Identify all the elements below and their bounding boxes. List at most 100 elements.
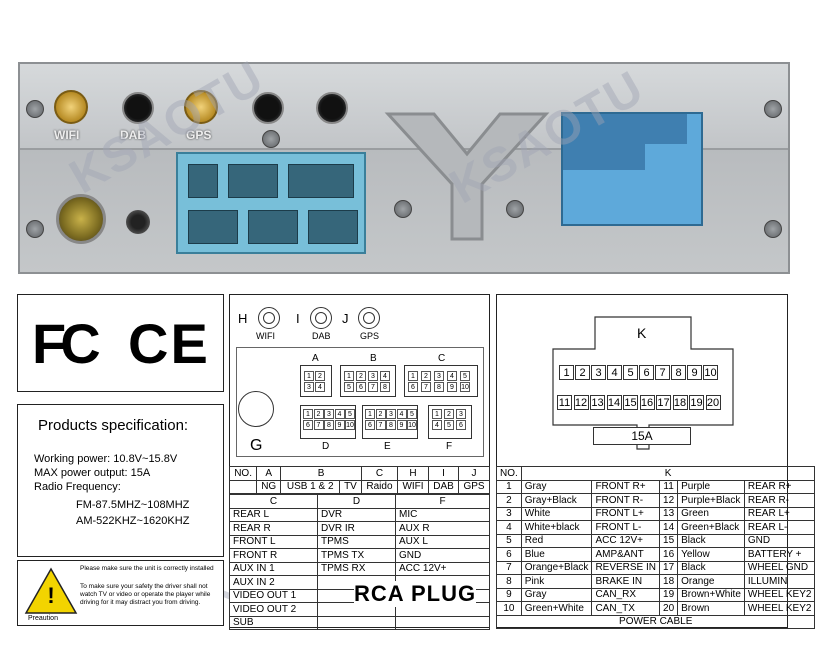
table-cell: 14 — [659, 520, 679, 535]
label-g: G — [250, 437, 263, 454]
spec-title: Products specification: — [38, 417, 189, 434]
table-cell: REVERSE IN — [591, 560, 661, 575]
table-cell: Green+White — [520, 601, 593, 616]
pin-cell: 10 — [703, 365, 718, 380]
multi-connector-block — [176, 152, 366, 254]
table-cell: WHEEL KEY2 — [743, 587, 815, 602]
table-cell: 8 — [496, 574, 522, 589]
pin-cell: 19 — [689, 395, 704, 410]
table-cell: Yellow — [677, 547, 745, 562]
block-a — [300, 365, 332, 397]
table-cell: REAR R- — [743, 493, 815, 508]
pin-number: 2 — [356, 371, 366, 381]
table-cell: 12 — [659, 493, 679, 508]
pin-number: 4 — [334, 409, 345, 419]
table-cell: FRONT R — [229, 548, 318, 563]
table-cell: White+black — [520, 520, 593, 535]
table-cell: Gray — [520, 479, 593, 494]
pin-cell: 3 — [591, 365, 606, 380]
pin-cell: 5 — [623, 365, 638, 380]
table-cell: DVR — [317, 507, 396, 522]
block-f-label: F — [446, 441, 453, 452]
table-cell: 5 — [496, 533, 522, 548]
pin-number: 6 — [408, 382, 418, 392]
radio-antenna-icon — [238, 391, 274, 427]
table-cell: Orange — [677, 574, 745, 589]
iso-connector-outline — [552, 316, 734, 450]
table-cell: REAR L+ — [743, 506, 815, 521]
h-value: WIFI — [397, 479, 429, 494]
table-cell: VIDEO OUT 2 — [229, 602, 318, 617]
pin-number: 2 — [421, 371, 431, 381]
screw — [262, 130, 280, 148]
caution-text-2: To make sure your safety the driver shal… — [80, 583, 211, 606]
table-cell: FRONT L — [229, 534, 318, 549]
b-value: USB 1 & 2 — [280, 479, 341, 494]
pin-number: 3 — [368, 371, 378, 381]
pin-cell: 9 — [687, 365, 702, 380]
table-cell: CAN_TX — [591, 601, 661, 616]
table-cell: Green+Black — [677, 520, 745, 535]
table-cell: Purple — [677, 479, 745, 494]
gps-label: GPS — [186, 128, 212, 142]
label-i: I — [296, 311, 300, 326]
wifi-label: WIFI — [54, 128, 80, 142]
wifi-label: WIFI — [256, 331, 275, 341]
table-cell: 18 — [659, 574, 679, 589]
iso-power-connector — [561, 112, 703, 226]
wifi-antenna-connector — [54, 90, 88, 124]
pin-number: 7 — [313, 420, 324, 430]
port-hole — [252, 92, 284, 124]
pin-cell: 17 — [656, 395, 671, 410]
pin-cell: 1 — [559, 365, 574, 380]
block-e-label: E — [384, 441, 391, 452]
block-b-label: B — [370, 353, 377, 364]
col-d: D — [317, 494, 396, 509]
dab-port — [122, 92, 154, 124]
table-cell: 1 — [496, 479, 522, 494]
col-j: J — [458, 466, 490, 481]
pin-number: 7 — [375, 420, 386, 430]
table-cell: 3 — [496, 506, 522, 521]
radio-antenna-connector — [56, 194, 106, 244]
pin-cell: 8 — [671, 365, 686, 380]
label-k: K — [637, 325, 647, 341]
table-cell: ILLUMIN — [743, 574, 815, 589]
table-cell: BATTERY + — [743, 547, 815, 562]
pin-cell: 14 — [606, 395, 622, 410]
table-cell: 16 — [659, 547, 679, 562]
table-cell: White — [520, 506, 593, 521]
table-cell: FRONT R- — [591, 493, 661, 508]
table-cell: WHEEL KEY2 — [743, 601, 815, 616]
table-cell: AMP&ANT — [591, 547, 661, 562]
table-cell: 6 — [496, 547, 522, 562]
pin-number: 3 — [434, 371, 444, 381]
ce-logo: CE — [128, 312, 210, 375]
table-cell: TPMS TX — [317, 548, 396, 563]
spec-line: Radio Frequency: — [34, 481, 121, 493]
wifi-antenna-icon — [258, 307, 280, 329]
rca-plug-label: RCA PLUG — [354, 581, 477, 607]
block-d — [300, 405, 356, 439]
pin-number: 4 — [380, 371, 390, 381]
pin-cell: 7 — [655, 365, 670, 380]
spec-panel: Products specification: Working power: 1… — [17, 404, 224, 557]
table-cell: AUX L — [395, 534, 490, 549]
table-cell: REAR R — [229, 521, 318, 536]
pin-number: 6 — [356, 382, 366, 392]
table-cell: CAN_RX — [591, 587, 661, 602]
caution-panel: ! Preaution Please make sure the unit is… — [17, 560, 224, 626]
fcc-logo: FC — [32, 312, 101, 375]
screw — [764, 220, 782, 238]
pin-number: 4 — [396, 409, 407, 419]
table-cell: WHEEL GND — [743, 560, 815, 575]
pin-number: 5 — [344, 382, 354, 392]
pin-cell: 13 — [590, 395, 605, 410]
table-cell: AUX R — [395, 521, 490, 536]
screw — [394, 200, 412, 218]
table-cell: Green — [677, 506, 745, 521]
